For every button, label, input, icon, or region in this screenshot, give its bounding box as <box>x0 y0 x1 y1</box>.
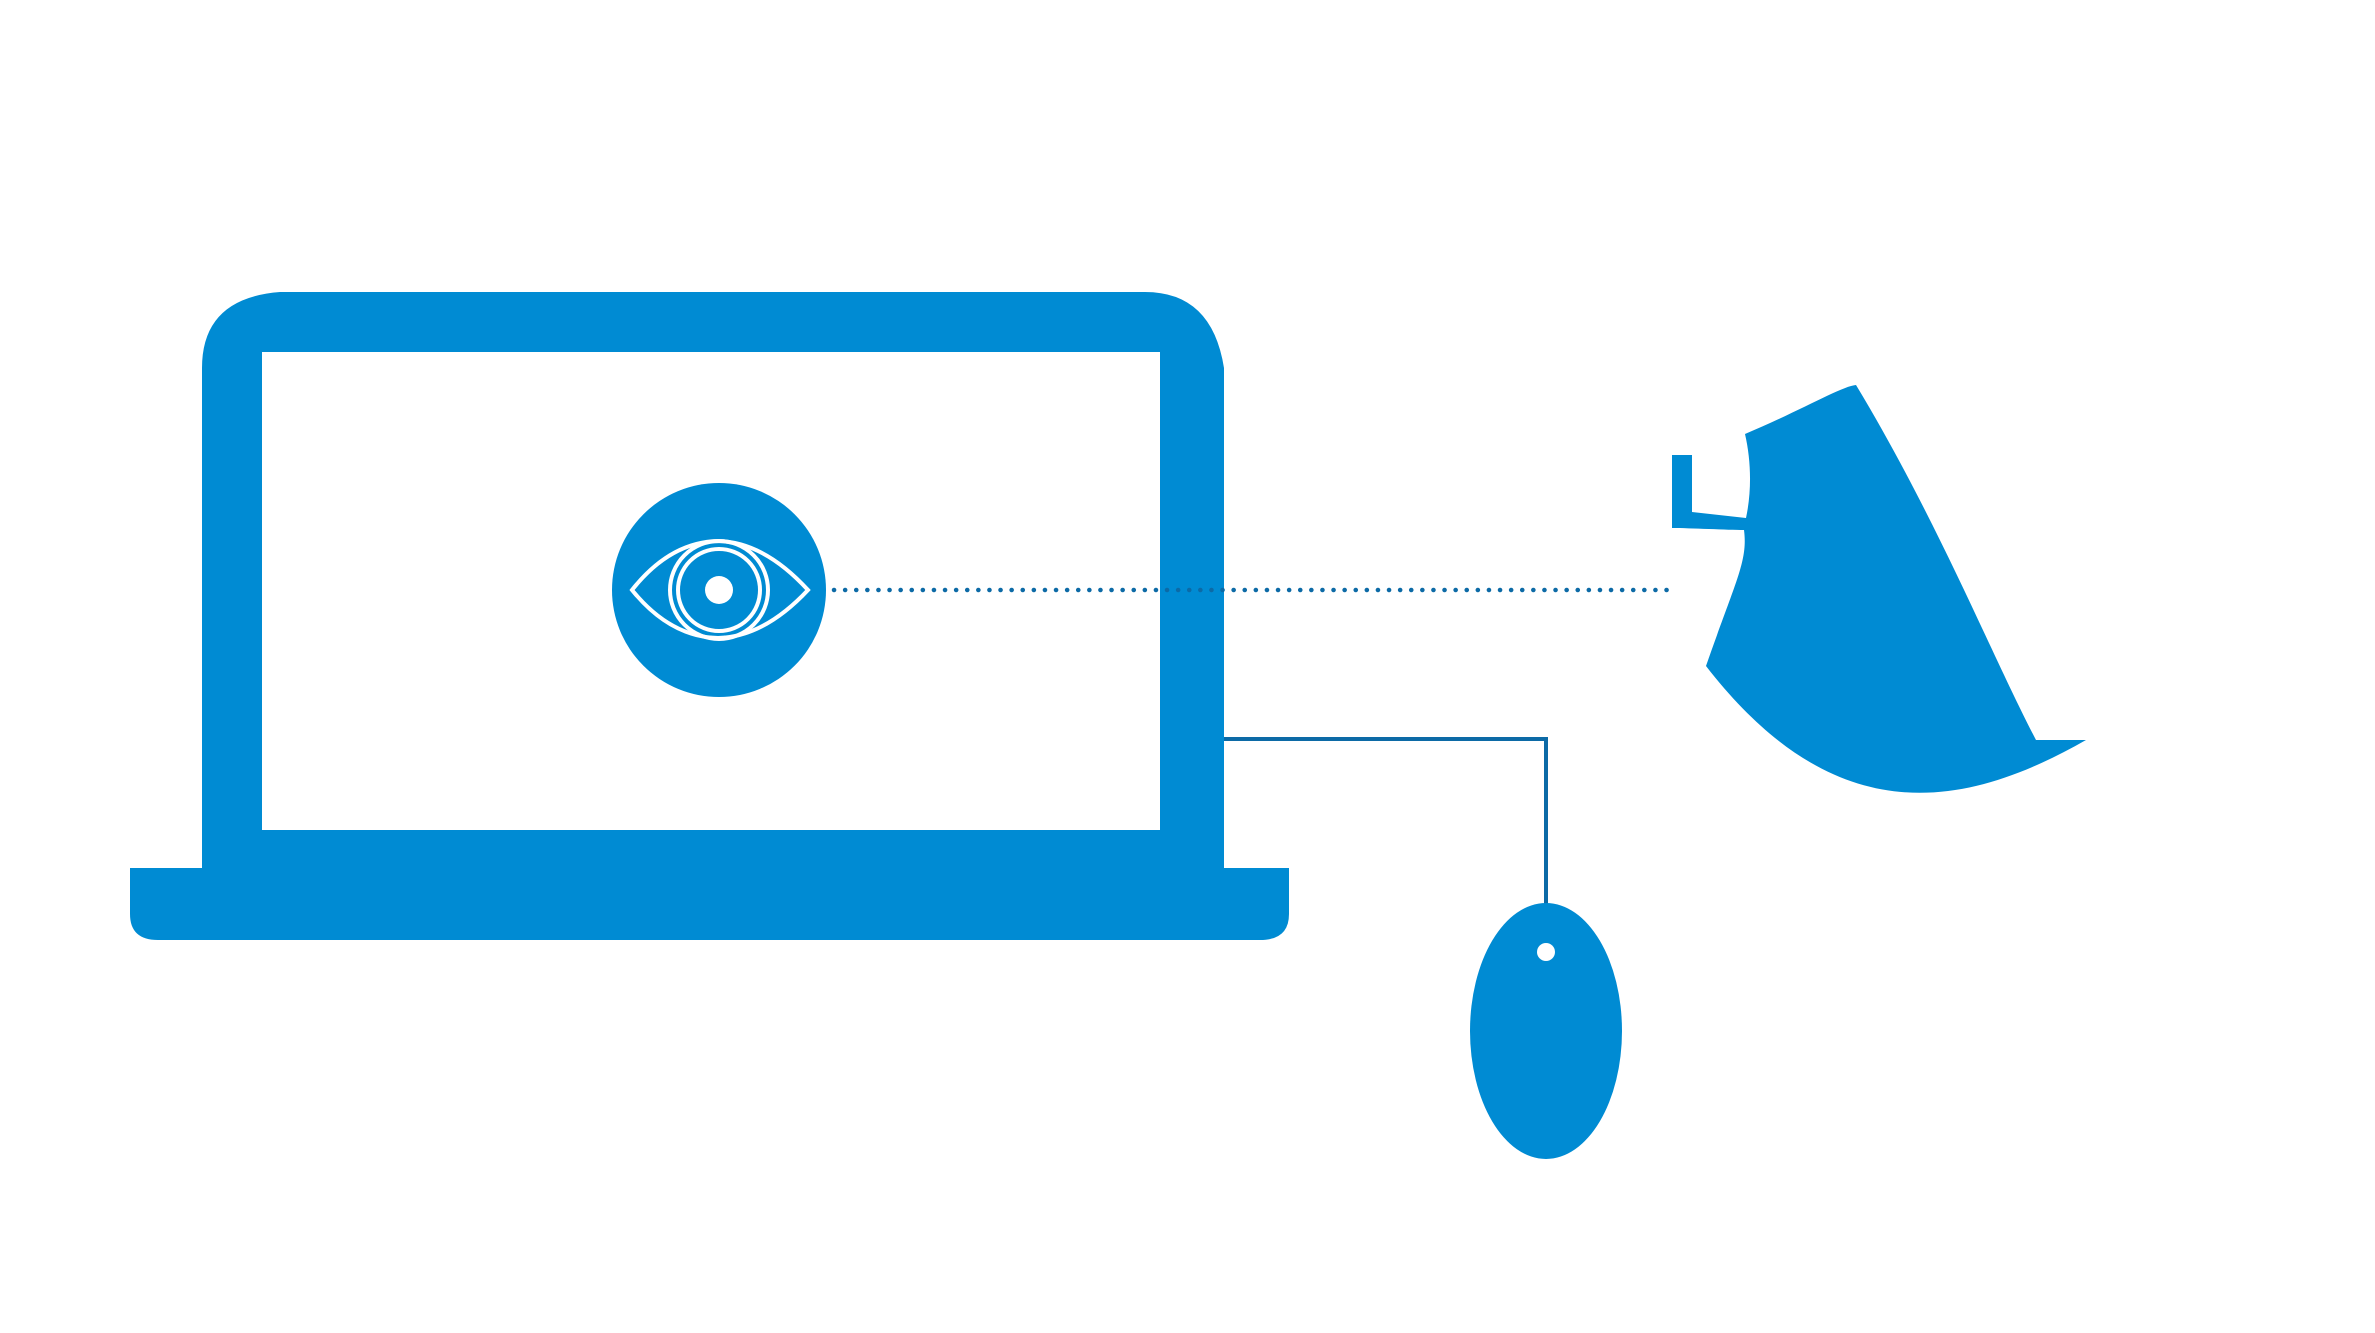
eye-icon <box>612 483 826 697</box>
eye-outline <box>629 538 811 641</box>
mouse-body <box>1470 903 1622 1159</box>
head-silhouette <box>1672 385 2086 793</box>
mouse-cable <box>1224 737 1548 905</box>
eye-iris <box>676 547 762 633</box>
laptop-base <box>130 868 1289 940</box>
head-profile-icon <box>1672 385 2086 793</box>
eye-pupil <box>705 576 733 604</box>
laptop-lid <box>202 292 1224 872</box>
mouse-button <box>1537 943 1555 961</box>
mouse-icon <box>1470 903 1622 1159</box>
laptop-icon <box>130 292 1289 940</box>
eye-iris-outer <box>668 539 770 641</box>
